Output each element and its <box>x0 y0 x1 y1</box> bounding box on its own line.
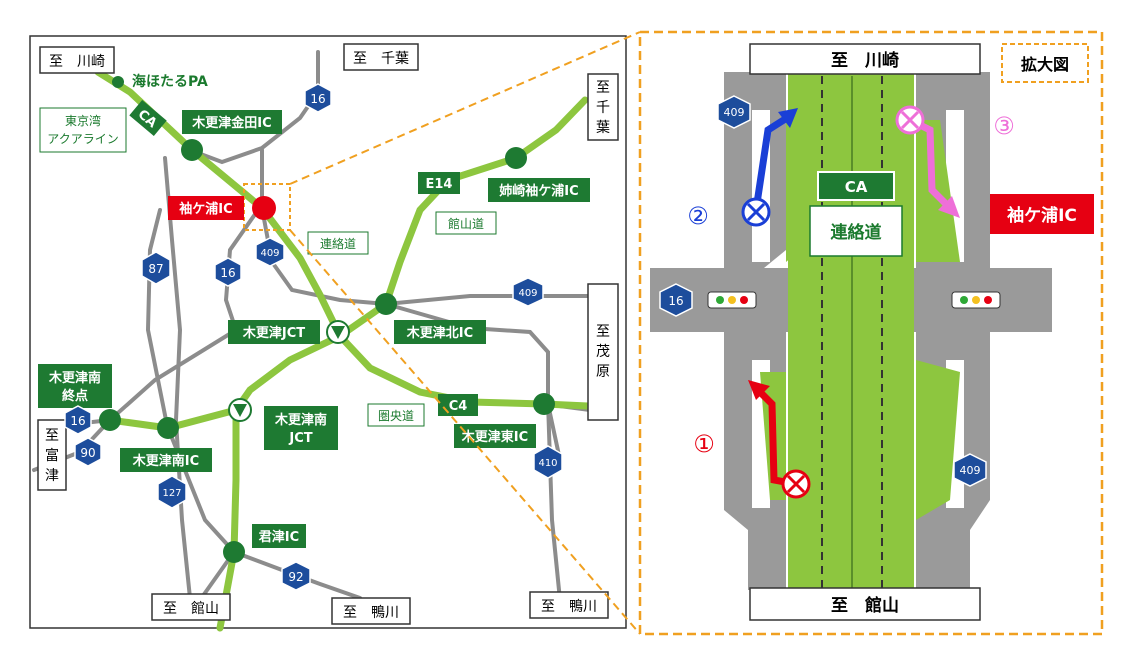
code-e14: E14 <box>426 177 453 192</box>
zoom-dest-tateyama: 至 館山 <box>831 595 899 616</box>
node-kisarazu-kita <box>375 293 397 315</box>
overview-route-codes: CA E14 C4 <box>129 100 478 416</box>
zoom-shield-409-top: 409 <box>724 106 745 119</box>
zoom-connector-lines <box>289 31 641 635</box>
dest-kawasaki: 至 川崎 <box>49 54 105 70</box>
zoom-title: 拡大図 <box>1021 55 1069 74</box>
dest-chiba-right-1: 至 <box>596 80 610 96</box>
dest-chiba-right-3: 葉 <box>596 120 610 136</box>
shield-r127: 127 <box>162 488 181 499</box>
node-kimitsu <box>223 541 245 563</box>
overview-road-labels: 東京湾 アクアライン 館山道 連絡道 圏央道 <box>39 107 497 427</box>
label-umihotaru: 海ほたるPA <box>132 73 208 90</box>
marker-1: ① <box>693 430 715 458</box>
overview-destinations: 至 川崎 至 千葉 至 千 葉 至 茂 原 至 富 津 至 館山 至 鴨川 至 … <box>37 43 619 625</box>
jct-triangle-icon <box>331 326 345 339</box>
marker-2: ② <box>687 202 709 230</box>
node-kisarazu-minami-end <box>99 409 121 431</box>
dest-tateyama: 至 館山 <box>163 600 219 617</box>
zoom-dest-kawasaki: 至 川崎 <box>831 50 899 71</box>
pink-arrow-head-icon <box>938 196 960 218</box>
code-c4: C4 <box>449 399 468 414</box>
shield-r409: 409 <box>260 248 279 259</box>
shield-r16-mid: 16 <box>220 266 235 280</box>
overview-nodes <box>99 76 555 563</box>
node-anegasaki <box>505 147 527 169</box>
label-kisarazu-minami-jct-1: 木更津南 <box>274 412 327 428</box>
signal-icon <box>951 291 1001 309</box>
overview-route-shields: 16 409 87 16 409 16 <box>64 83 563 591</box>
dest-chiba-right-2: 千 <box>596 100 610 116</box>
zoom-sodegaura-ic: 袖ケ浦IC <box>1007 205 1077 226</box>
shield-r409-right: 409 <box>518 288 537 299</box>
label-renrakudo: 連絡道 <box>320 236 356 251</box>
zoom-lane-lines <box>821 76 883 588</box>
dest-mobara-3: 原 <box>596 364 610 380</box>
zoom-renrakudo: 連絡道 <box>831 222 882 243</box>
label-kisarazu-minami-jct-2: JCT <box>288 431 312 446</box>
dest-futtsu-2: 富 <box>45 447 59 464</box>
label-kisarazu-minami-end-2: 終点 <box>62 388 88 404</box>
node-sodegaura <box>252 196 276 220</box>
red-arrow-head-icon <box>748 380 770 400</box>
shield-r90: 90 <box>80 446 95 460</box>
jct-triangle-icon <box>233 404 247 417</box>
zoom-shield-16: 16 <box>668 294 683 308</box>
dest-mobara-1: 至 <box>596 324 610 340</box>
label-tateyama-road: 館山道 <box>448 216 484 231</box>
overview-map: 至 川崎 至 千葉 至 千 葉 至 茂 原 至 富 津 至 館山 至 鴨川 至 … <box>29 35 627 632</box>
dest-kamogawa-right: 至 鴨川 <box>541 599 597 615</box>
label-aqualine-2: アクアライン <box>47 132 118 146</box>
label-kisarazu-minami-end-1: 木更津南 <box>48 370 101 386</box>
shield-r92: 92 <box>288 570 303 584</box>
label-kisarazu-kita: 木更津北IC <box>406 325 473 341</box>
node-kisarazu-higashi <box>533 393 555 415</box>
blue-arrow-head-icon <box>778 108 798 128</box>
dest-futtsu-1: 至 <box>45 428 59 444</box>
dest-futtsu-3: 津 <box>45 468 59 484</box>
label-kenodo: 圏央道 <box>378 409 414 423</box>
shield-r16-top: 16 <box>310 92 325 106</box>
label-kimitsu: 君津IC <box>259 529 299 545</box>
node-kisarazu-kaneda <box>181 139 203 161</box>
dest-chiba-top: 至 千葉 <box>353 51 409 67</box>
node-umihotaru <box>112 76 124 88</box>
label-kisarazu-minami-ic: 木更津南IC <box>132 453 199 469</box>
label-kisarazu-higashi: 木更津東IC <box>461 429 528 445</box>
overview-node-labels: 海ほたるPA 木更津金田IC 袖ケ浦IC 姉崎袖ケ浦IC 木更津JCT 木更津北… <box>38 73 590 548</box>
shield-r410: 410 <box>538 458 557 469</box>
label-anegasaki: 姉崎袖ケ浦IC <box>499 183 578 199</box>
label-kisarazu-kaneda: 木更津金田IC <box>191 115 271 131</box>
label-sodegaura: 袖ケ浦IC <box>179 201 232 217</box>
zoom-panel: 至 川崎 至 館山 拡大図 CA 連絡道 袖ケ浦IC 409 16 409 <box>638 30 1104 636</box>
label-aqualine-1: 東京湾 <box>65 113 101 128</box>
label-kisarazu-jct: 木更津JCT <box>242 325 305 341</box>
marker-3: ③ <box>993 112 1015 140</box>
zoom-ca-code: CA <box>845 178 868 196</box>
node-kisarazu-minami-ic <box>157 417 179 439</box>
shield-r87: 87 <box>148 262 163 276</box>
dest-kamogawa-mid: 至 鴨川 <box>343 605 399 621</box>
zoom-shield-409-bottom: 409 <box>960 464 981 477</box>
signal-icon <box>707 291 757 309</box>
dest-mobara-2: 茂 <box>596 343 610 360</box>
shield-r16-left: 16 <box>70 414 85 428</box>
